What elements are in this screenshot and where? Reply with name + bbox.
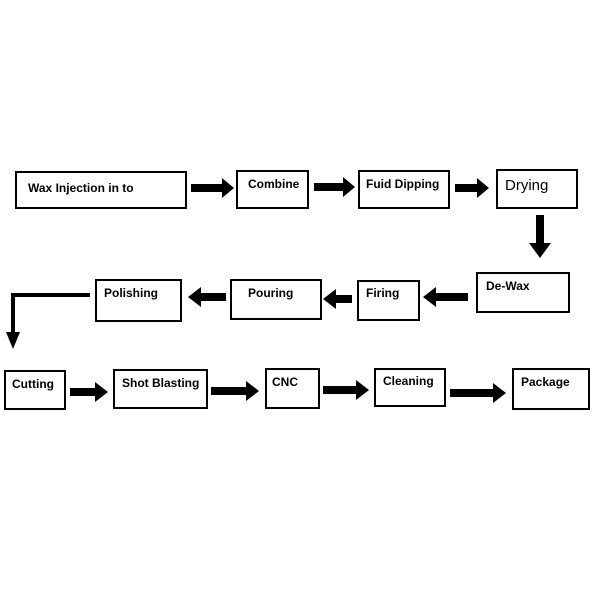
step-box-cnc [265, 368, 320, 409]
step-label-firing: Firing [366, 286, 400, 300]
step-label-shot-blasting: Shot Blasting [122, 376, 200, 390]
step-label-cnc: CNC [272, 375, 298, 389]
step-label-de-wax: De-Wax [486, 279, 530, 293]
step-label-cutting: Cutting [12, 377, 54, 391]
arrow-polishing-to-cutting [6, 293, 90, 349]
arrow-combine-to-fuid-dipping [314, 177, 355, 197]
step-label-wax-injection: Wax Injection in to [28, 181, 134, 195]
step-box-pouring [230, 279, 322, 320]
arrow-de-wax-to-firing [423, 287, 468, 307]
arrow-cutting-to-shot-blasting [70, 382, 108, 402]
step-box-cleaning [374, 368, 446, 407]
arrow-firing-to-pouring [323, 289, 352, 309]
step-label-combine: Combine [248, 177, 300, 191]
arrow-cleaning-to-package [450, 383, 506, 403]
step-label-fuid-dipping: Fuid Dipping [366, 177, 440, 191]
step-box-de-wax [476, 272, 570, 313]
step-box-polishing [95, 279, 182, 322]
step-label-pouring: Pouring [248, 286, 294, 300]
step-box-wax-injection [15, 171, 187, 209]
step-box-combine [236, 170, 309, 209]
step-box-fuid-dipping [358, 170, 450, 209]
step-label-cleaning: Cleaning [383, 374, 434, 388]
arrow-cnc-to-cleaning [323, 380, 369, 400]
step-label-polishing: Polishing [104, 286, 158, 300]
step-label-drying: Drying [505, 177, 549, 194]
step-label-package: Package [521, 375, 570, 389]
step-box-cutting [4, 370, 66, 410]
step-box-package [512, 368, 590, 410]
arrow-wax-to-combine [191, 178, 234, 198]
arrow-drying-to-de-wax [529, 215, 551, 258]
arrow-shot-blasting-to-cnc [211, 381, 259, 401]
step-box-drying [496, 169, 578, 209]
step-box-firing [357, 280, 420, 321]
step-box-shot-blasting [113, 369, 208, 409]
arrow-pouring-to-polishing [188, 287, 226, 307]
arrow-fuid-dipping-to-drying [455, 178, 489, 198]
